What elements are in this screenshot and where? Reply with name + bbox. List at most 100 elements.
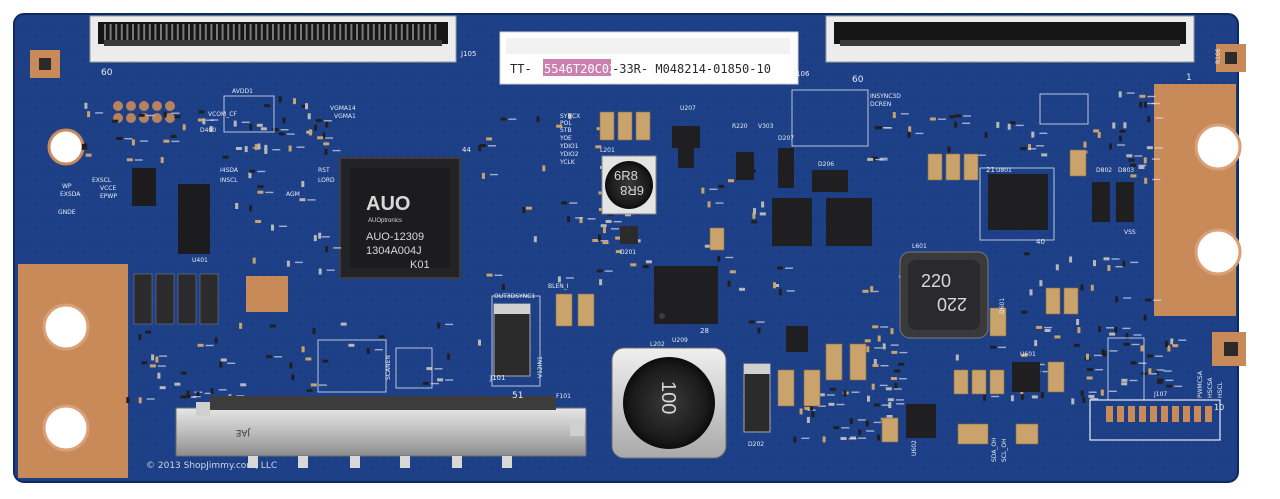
mounting-hole	[1194, 123, 1242, 171]
silk-agm: AGM	[286, 191, 300, 198]
silk-out3d: OUT3DSYNC1	[494, 293, 535, 300]
silk-epwp: EPWP	[100, 193, 117, 200]
inductor-l601-mark-inv: 220	[937, 294, 967, 314]
inductor-l601-mark: 220	[921, 271, 951, 291]
inductor-l201	[601, 155, 657, 215]
mounting-hole	[42, 404, 90, 452]
copyright-notice: © 2013 ShopJimmy.com, LLC	[146, 461, 278, 471]
connector-j106	[825, 15, 1195, 63]
tcon-chip-auo	[339, 157, 461, 279]
j107-pin10: 10	[1214, 403, 1224, 412]
inductor-l601-ref: L601	[912, 243, 927, 250]
silk-i4scl: INSCL	[220, 177, 238, 184]
j107-label: J107	[1153, 391, 1167, 398]
mounting-hole	[47, 128, 85, 166]
silk-d803: D803	[1118, 167, 1134, 174]
silk-yoe: YOE	[559, 135, 572, 142]
inductor-l201-mark-inv: 6R8	[620, 183, 644, 198]
chip-u801	[988, 174, 1048, 230]
chip-brand: AUO	[366, 193, 410, 215]
silk-ydio2: YDIO2	[559, 151, 579, 158]
silk-d202: D202	[748, 441, 764, 448]
mounting-hole	[42, 303, 90, 351]
silk-d601: D601	[999, 298, 1006, 314]
chip-array-left	[133, 273, 219, 325]
silk-exsda: EXSDA	[60, 191, 81, 198]
inductor-l201-mark: 6R8	[614, 168, 638, 183]
mounting-hole	[1194, 228, 1242, 276]
connector-j107	[1089, 399, 1221, 441]
label-highlight: 5546T20C02	[544, 62, 616, 76]
silk-d207: D207	[778, 135, 794, 142]
chip-pin44: 44	[462, 146, 471, 154]
diode-d202	[743, 363, 771, 433]
silk-d206: D206	[818, 161, 834, 168]
j105-pin60-label: 60	[101, 68, 113, 78]
silk-gnde: GNDE	[58, 209, 76, 216]
part-number-label	[499, 31, 799, 85]
silk-yclk: YCLK	[559, 159, 576, 166]
chip-u602	[906, 404, 936, 438]
ic-u801: U801	[996, 167, 1012, 174]
smd-components	[81, 91, 1187, 443]
silk-vcom: VCOM_CF	[208, 111, 237, 118]
silk-dcren: DCREN	[870, 101, 891, 108]
silk-lord: LORD	[318, 177, 335, 184]
ic-u209: U209	[672, 337, 688, 344]
inductor-l202	[611, 347, 727, 459]
diode-d201	[620, 226, 638, 244]
ic-u401: U401	[192, 257, 208, 264]
chip-line2: 1304A004J	[366, 245, 422, 257]
j105-label: J105	[460, 50, 476, 58]
silk-vss: VSS	[1124, 229, 1136, 236]
silk-d201: D201	[620, 249, 636, 256]
silk-pol: POL	[560, 120, 572, 127]
ic-u207: U207	[680, 105, 696, 112]
right-copper-tab	[1154, 84, 1236, 316]
ic-u602: U602	[911, 440, 918, 456]
silk-pwmcsa: PWMCSA	[1197, 370, 1204, 398]
silk-stb: STB	[560, 127, 572, 134]
silk-r220: R220	[732, 123, 748, 130]
silk-jae: JAE	[235, 427, 251, 437]
j101-pin51: 51	[512, 391, 523, 401]
chip-line1: AUO-12309	[366, 231, 424, 243]
chip-u207	[672, 126, 700, 168]
silk-d400: D400	[200, 127, 216, 134]
silk-avdd: AVDD1	[232, 88, 253, 95]
inductor-l202-mark: 100	[657, 381, 679, 414]
silk-bleni: BLEN_I	[548, 283, 569, 290]
inductor-l601	[899, 251, 989, 339]
ic-u801-pin21: 21	[986, 166, 995, 174]
label-prefix: TT-	[510, 62, 532, 76]
connector-j105	[89, 15, 457, 63]
silk-r166: R166	[1215, 48, 1222, 64]
silk-sda: SDA_OH	[991, 437, 998, 462]
silk-vgma14: VGMA14	[330, 105, 356, 112]
silk-hscsa: HSCSA	[1207, 377, 1214, 398]
silk-f101: F101	[556, 393, 571, 400]
silk-syncx: SYNCX	[560, 113, 580, 120]
j101-label: J101	[489, 374, 505, 382]
silk-exscl: EXSCL	[92, 177, 112, 184]
inductor-l201-ref: L201	[600, 147, 615, 154]
ic-u209-pin28: 28	[700, 327, 709, 335]
chip-brand-sub: AUOptronics	[368, 218, 402, 224]
label-suffix: -33R- M048214-01850-10	[612, 62, 771, 76]
silk-d802: D802	[1096, 167, 1112, 174]
silk-scl: SCL_OH	[1001, 438, 1008, 462]
chip-left-small	[132, 168, 156, 206]
silk-scanen: SCANEN	[385, 355, 392, 380]
silk-hscl: HSCL	[1217, 381, 1224, 398]
silk-ydio1: YDIO1	[559, 143, 579, 150]
ic-u801-pin40: 40	[1036, 238, 1045, 246]
silk-v12in: V12IN1	[537, 356, 544, 378]
chip-u601	[1012, 362, 1040, 392]
silk-vcce: VCCE	[100, 185, 116, 192]
chip-u401	[178, 184, 210, 254]
silk-wp: WP	[62, 183, 72, 190]
j106-pin60-label: 60	[852, 75, 864, 85]
ic-u601: U601	[1020, 351, 1036, 358]
